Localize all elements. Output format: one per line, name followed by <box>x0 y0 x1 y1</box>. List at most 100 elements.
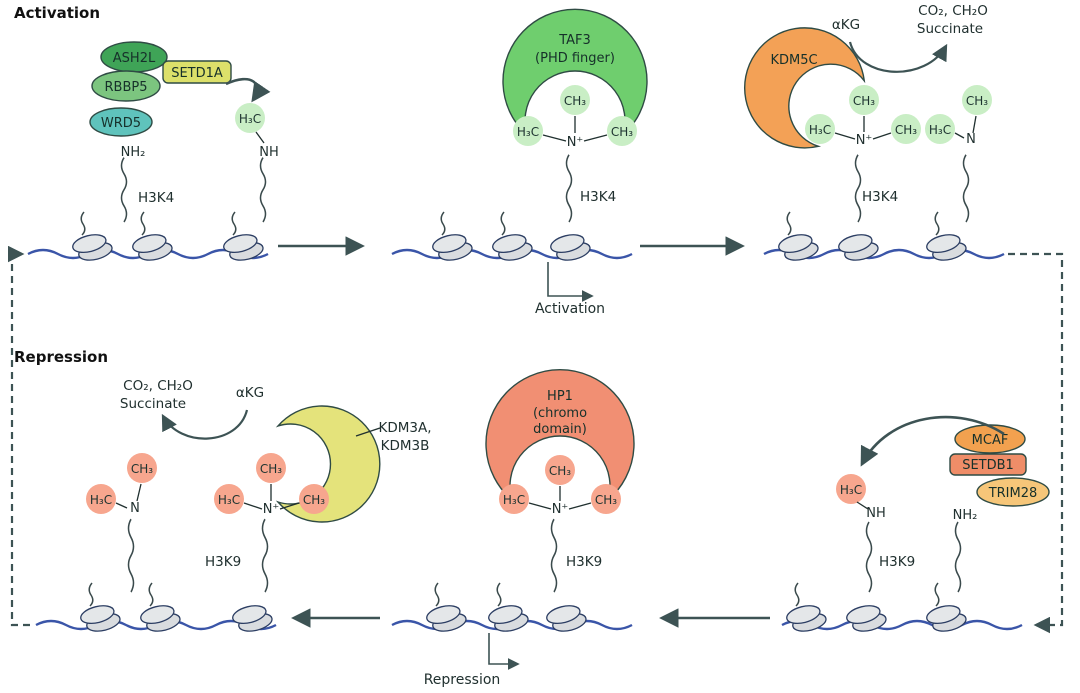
methyl-group <box>836 474 866 504</box>
bonds <box>834 116 892 140</box>
kdm3b-label: KDM3B <box>381 438 430 454</box>
methyl-group <box>499 484 529 514</box>
methyl-label: CH₃ <box>549 464 571 478</box>
wrd5-subunit <box>89 107 153 137</box>
histone-tail-short <box>500 211 506 236</box>
setdb1-enzyme <box>949 453 1027 476</box>
methyl-group <box>591 484 621 514</box>
methyl-label: CH₃ <box>260 462 282 476</box>
methyl-group <box>925 114 955 144</box>
methyl-group <box>513 116 543 146</box>
methyl-label: CH₃ <box>966 94 988 108</box>
methyl-group <box>214 484 244 514</box>
methyl-label: H₃C <box>218 493 240 507</box>
methyl-label: CH₃ <box>611 125 633 139</box>
bonds <box>954 115 977 139</box>
methyl-label: CH₃ <box>595 493 617 507</box>
methyl-label: CH₃ <box>131 462 153 476</box>
bond <box>856 501 869 510</box>
methyl-group <box>891 114 921 144</box>
kdm3-crescent <box>275 405 381 523</box>
hp1-crescent <box>485 369 635 503</box>
rbbp5-subunit <box>91 70 161 102</box>
methyl-group <box>299 484 329 514</box>
histone-tail-long <box>962 153 970 223</box>
products-label: Succinate <box>917 21 983 37</box>
taf3-label: TAF3 <box>558 33 591 48</box>
methyl-group <box>127 453 157 483</box>
histone-tail-short <box>440 211 446 236</box>
kdm5c-label: KDM5C <box>770 53 817 68</box>
wrd5-label: WRD5 <box>101 116 141 131</box>
histone-tail-short <box>148 582 154 607</box>
histone-tail-short <box>794 582 800 607</box>
cofactor-arrow <box>161 409 249 440</box>
rbbp5-label: RBBP5 <box>105 80 148 95</box>
bond <box>255 131 265 144</box>
site-label: H3K4 <box>138 190 174 206</box>
amine-label: NH₂ <box>953 508 978 523</box>
methyl-label: H₃C <box>929 123 951 137</box>
products-label: CO₂, CH₂O <box>123 378 193 394</box>
histone-tail-short <box>934 582 940 607</box>
setdb1-label: SETDB1 <box>962 458 1014 473</box>
methyl-label: CH₃ <box>303 493 325 507</box>
amine-label: NH <box>866 506 886 521</box>
methyl-group <box>256 453 286 483</box>
site-label: H3K9 <box>566 554 602 570</box>
methylation-arrow <box>860 415 1005 467</box>
methyl-label: H₃C <box>517 125 539 139</box>
panel-h3k4-reader: H3K4 TAF3 (PHD finger) CH₃ H₃C CH₃ N⁺ Ac… <box>391 8 648 317</box>
cofactor-label: αKG <box>832 17 860 33</box>
repression-header: Repression <box>14 348 108 366</box>
trim28-subunit <box>976 477 1050 507</box>
methylation-arrow <box>225 77 271 103</box>
methyl-group <box>560 85 590 115</box>
amine-label: NH₂ <box>121 145 146 160</box>
panel-h3k4-writer: H3K4 ASH2L RBBP5 WRD5 SETD1A H₃C NH₂ NH <box>27 41 279 265</box>
activation-output-label: Activation <box>535 301 605 317</box>
methyl-group <box>607 116 637 146</box>
nucleosome <box>776 230 821 265</box>
histone-tail-long <box>127 518 135 593</box>
histone-tail-long <box>550 518 558 593</box>
nitrogen-label: N⁺ <box>263 502 280 517</box>
nucleosome <box>836 230 881 265</box>
kdm3-pointer-line <box>355 427 381 437</box>
methyl-group <box>235 103 265 133</box>
nitrogen-label: N⁺ <box>567 135 584 150</box>
nucleosome <box>78 601 123 636</box>
nucleosome <box>844 601 889 636</box>
methyl-label: CH₃ <box>564 94 586 108</box>
methyl-group <box>849 85 879 115</box>
bonds <box>542 116 608 142</box>
methyl-label: CH₃ <box>853 94 875 108</box>
nucleosome <box>924 601 969 636</box>
nitrogen-label: N⁺ <box>856 133 873 148</box>
repression-output-label: Repression <box>424 672 501 688</box>
methyl-group <box>86 484 116 514</box>
bonds <box>243 484 300 510</box>
transcription-elbow-arrow <box>488 633 520 670</box>
hp1-label: HP1 <box>547 389 573 404</box>
kdm3a-label: KDM3A, <box>378 420 431 436</box>
histone-tail-long <box>954 521 962 593</box>
site-label: H3K4 <box>862 189 898 205</box>
hp1-domain-label-2: domain) <box>533 422 587 437</box>
nucleosome <box>230 601 275 636</box>
histone-tail-short <box>88 582 94 607</box>
mcaf-label: MCAF <box>972 433 1009 448</box>
histone-tail-short <box>934 211 940 236</box>
cycle-dashed-arrow-right <box>1008 252 1064 634</box>
transcription-elbow-arrow <box>547 262 594 302</box>
methyl-label: H₃C <box>90 493 112 507</box>
bonds <box>115 483 142 509</box>
panel-h3k9-writer: H3K9 MCAF SETDB1 TRIM28 H₃C NH NH₂ <box>781 415 1050 636</box>
methyl-label: H₃C <box>503 493 525 507</box>
nucleosome <box>548 230 593 265</box>
nucleosome <box>138 601 183 636</box>
histone-tail-short <box>80 211 86 236</box>
nitrogen-label: N <box>966 132 976 147</box>
